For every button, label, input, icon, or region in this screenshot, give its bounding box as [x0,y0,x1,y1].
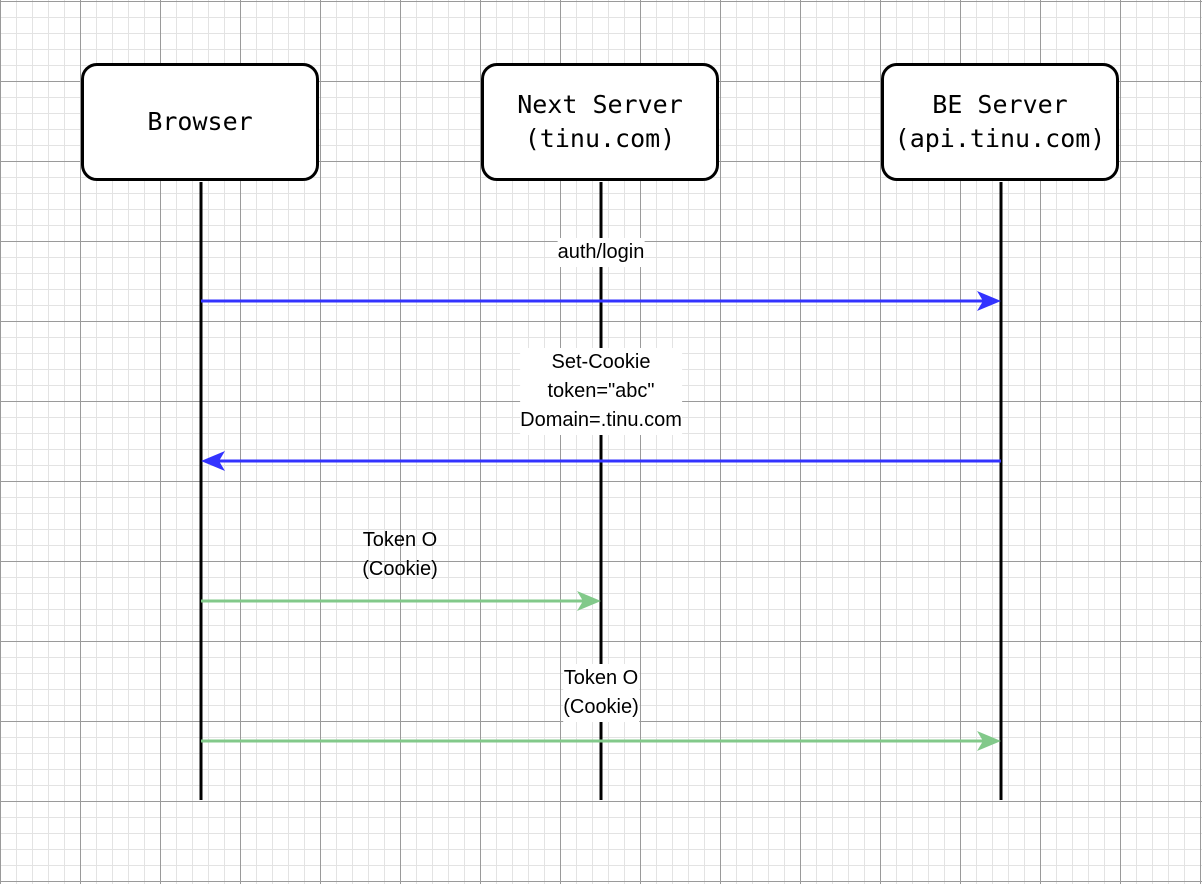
arrowhead-set-cookie [201,451,225,471]
arrowhead-token-to-next [577,591,601,611]
message-label-auth-login: auth/login [557,238,645,267]
message-label-token-to-next: Token O (Cookie) [362,529,438,580]
actor-browser[interactable]: Browser [81,63,319,181]
actor-next-server-label: Next Server (tinu.com) [517,90,683,153]
arrowhead-auth-login [977,291,1001,311]
actor-browser-label: Browser [147,107,253,136]
message-label-set-cookie: Set-Cookie token="abc" Domain=.tinu.com [520,348,682,435]
message-label-token-to-be: Token O (Cookie) [563,664,639,722]
arrowhead-token-to-be [977,731,1001,751]
actor-be-server-label: BE Server (api.tinu.com) [894,90,1106,153]
actor-next-server[interactable]: Next Server (tinu.com) [481,63,719,181]
actor-be-server[interactable]: BE Server (api.tinu.com) [881,63,1119,181]
